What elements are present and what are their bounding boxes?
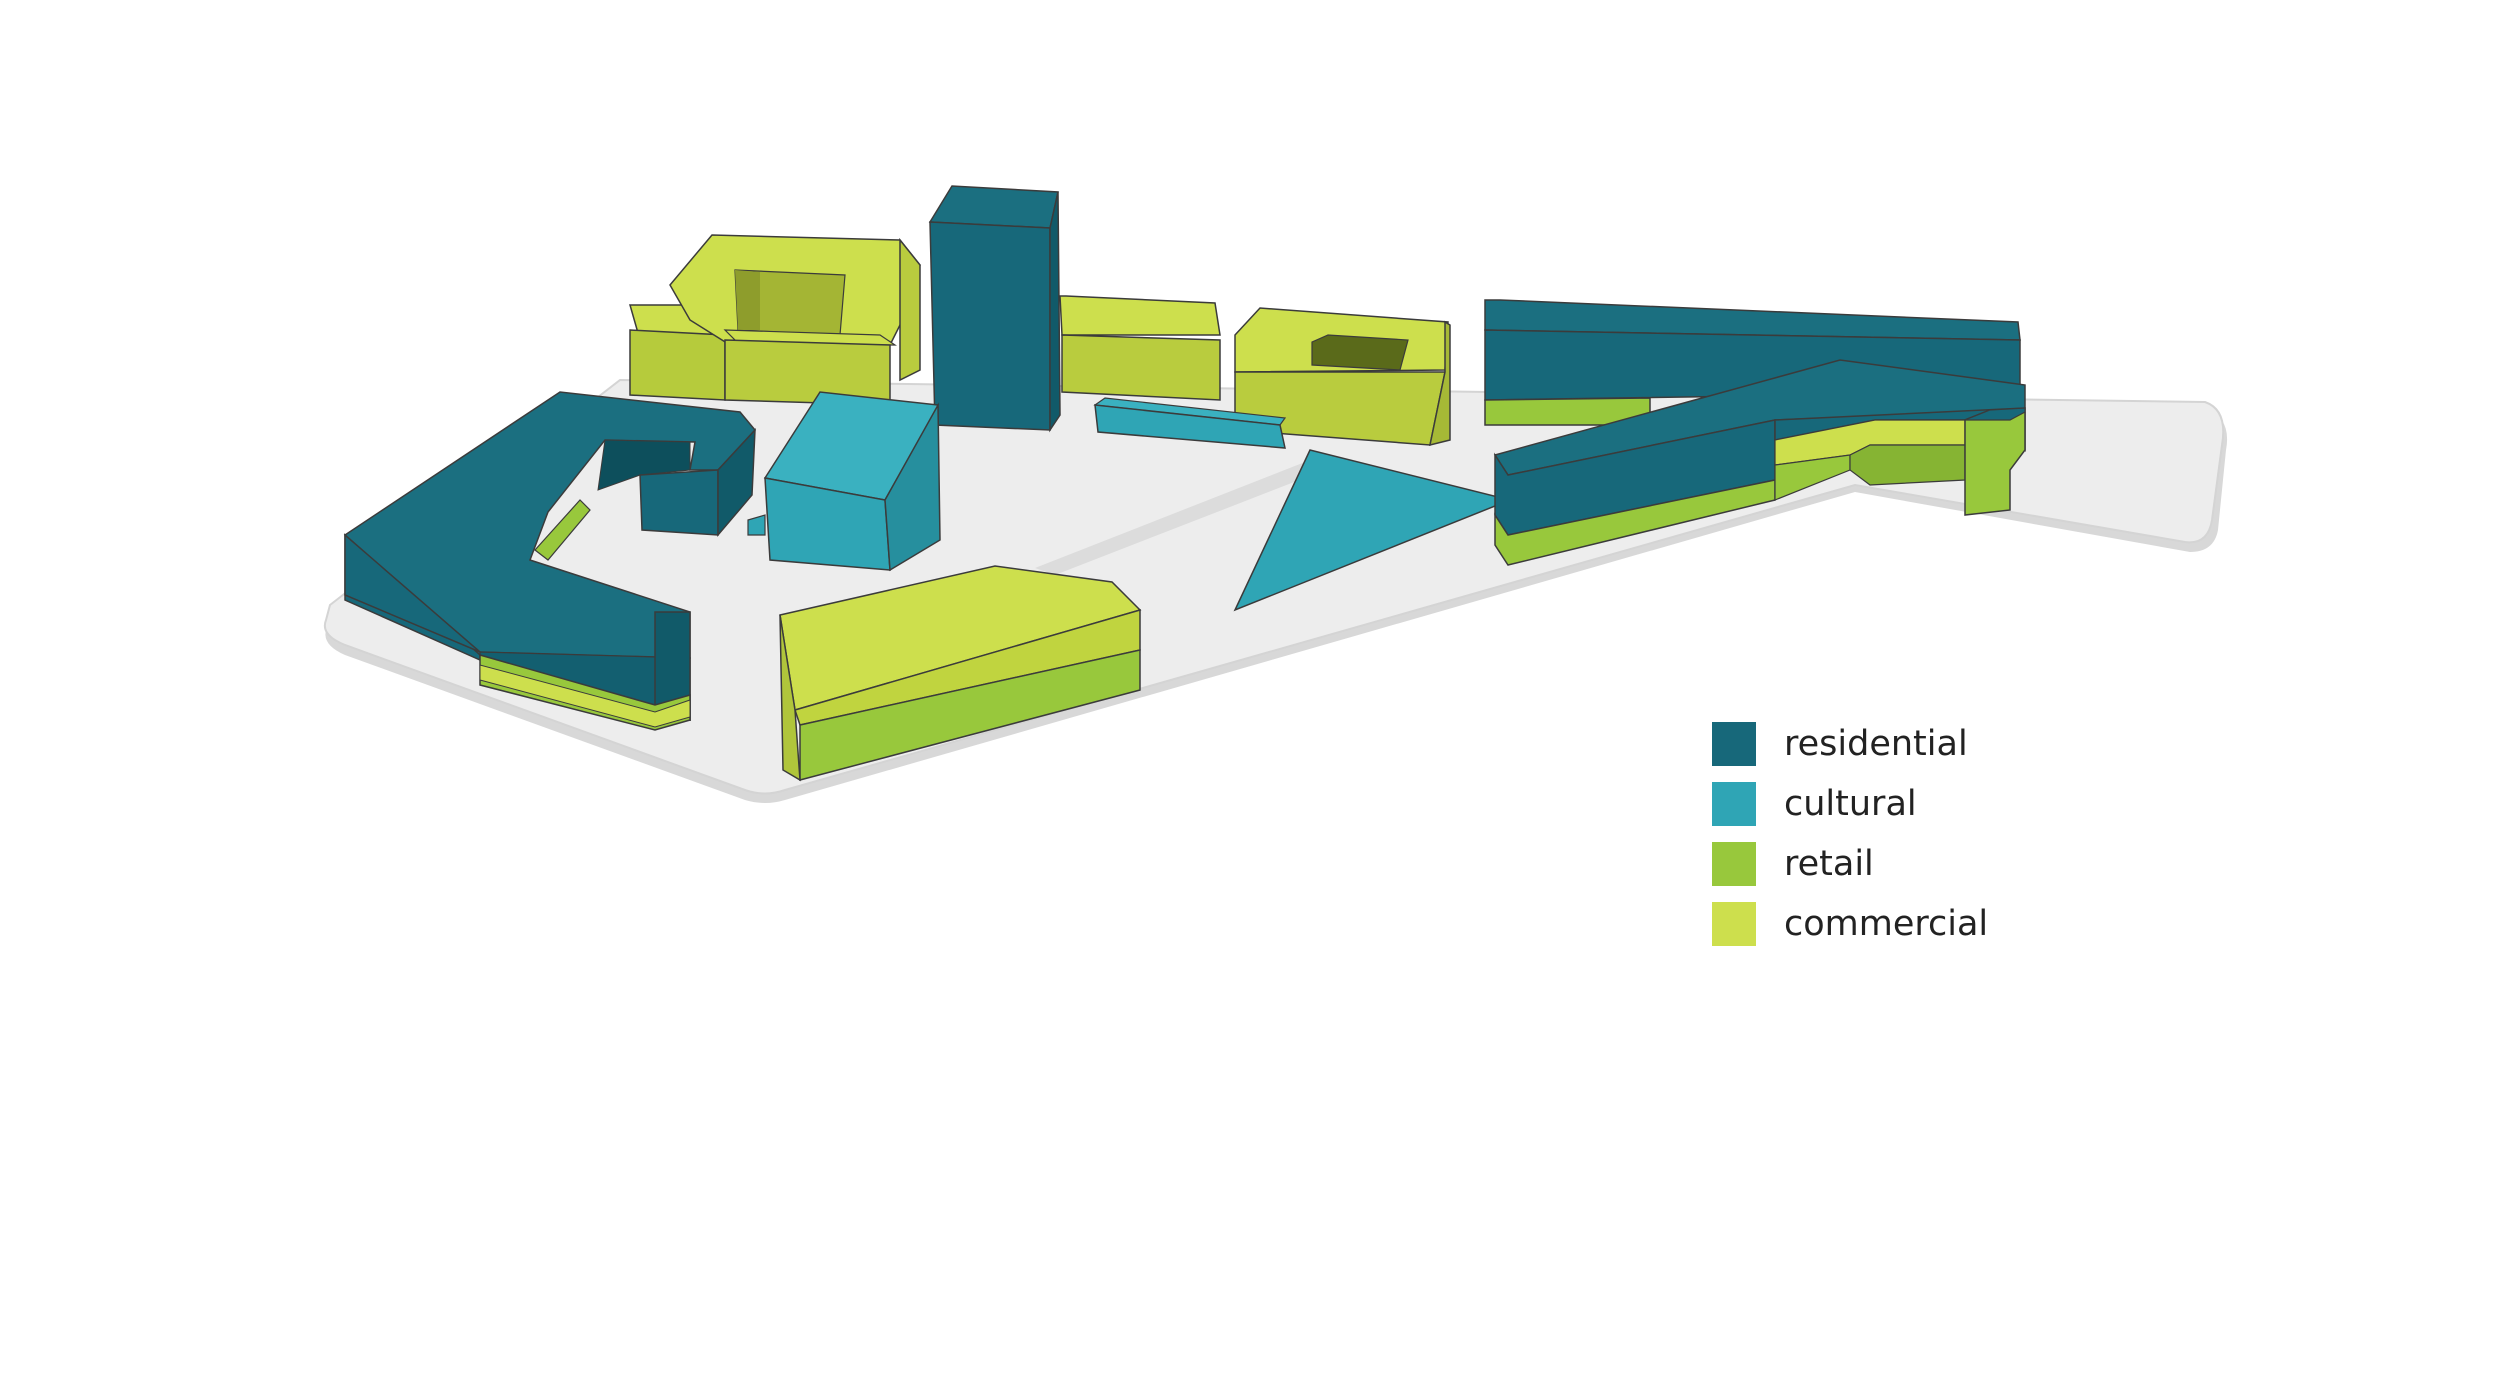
residential-bar-front-right-end-top <box>1964 407 2026 421</box>
cultural-bar-small-face <box>1094 404 1286 449</box>
cultural-cube-side <box>884 402 941 572</box>
residential-left-inner-retail <box>534 499 591 561</box>
commercial-bar-center-face <box>1061 334 1221 401</box>
residential-left-stub-face <box>639 469 719 536</box>
commercial-bar-center-top <box>1059 295 1221 336</box>
residential-left-retail-band <box>479 664 691 728</box>
legend-label-commercial: commercial <box>1784 904 1989 944</box>
residential-bar-front-right-cut <box>1849 444 1966 486</box>
commercial-front-end <box>779 614 801 782</box>
commercial-front-retail <box>799 649 1141 781</box>
legend-item-retail: retail <box>1712 840 2112 900</box>
cultural-triangle <box>1233 449 1513 612</box>
legend-label-retail: retail <box>1784 844 1874 884</box>
legend-swatch-retail <box>1712 842 1756 886</box>
residential-bar-front <box>1493 359 2026 566</box>
commercial-block-front <box>779 565 1142 782</box>
cultural-cube <box>747 391 941 572</box>
land-use-legend: residential cultural retail commercial <box>1712 720 2112 960</box>
commercial-wing-left-front <box>629 329 726 401</box>
cultural-cube-annex <box>747 514 766 536</box>
legend-swatch-residential <box>1712 722 1756 766</box>
legend-label-cultural: cultural <box>1784 784 1917 824</box>
residential-left-stub-side <box>717 427 756 538</box>
commercial-block-courtyard <box>629 234 921 406</box>
residential-tower-top <box>928 185 1059 229</box>
residential-tower <box>928 185 1061 433</box>
legend-item-commercial: commercial <box>1712 900 2112 960</box>
residential-tower-front <box>929 221 1051 431</box>
commercial-wing-front-face <box>724 339 891 406</box>
legend-item-residential: residential <box>1712 720 2112 780</box>
commercial-block-atrium <box>1234 307 1451 447</box>
residential-block-left <box>343 391 756 731</box>
commercial-atrium-void <box>1311 334 1409 371</box>
legend-swatch-cultural <box>1712 782 1756 826</box>
residential-tower-side <box>1049 191 1061 433</box>
cultural-triangle-top <box>1233 449 1513 612</box>
legend-item-cultural: cultural <box>1712 780 2112 840</box>
commercial-courtyard-side <box>899 237 921 382</box>
legend-swatch-commercial <box>1712 902 1756 946</box>
site-pathway <box>1035 462 1320 575</box>
legend-label-residential: residential <box>1784 724 1968 764</box>
residential-bar-back-top <box>1484 299 2021 341</box>
residential-left-inner-shadow <box>597 439 691 491</box>
commercial-bar-center <box>1059 295 1221 401</box>
commercial-courtyard-void-shadow <box>735 270 760 330</box>
cultural-bar-small <box>1093 397 1287 449</box>
commercial-atrium-side <box>1429 320 1451 447</box>
